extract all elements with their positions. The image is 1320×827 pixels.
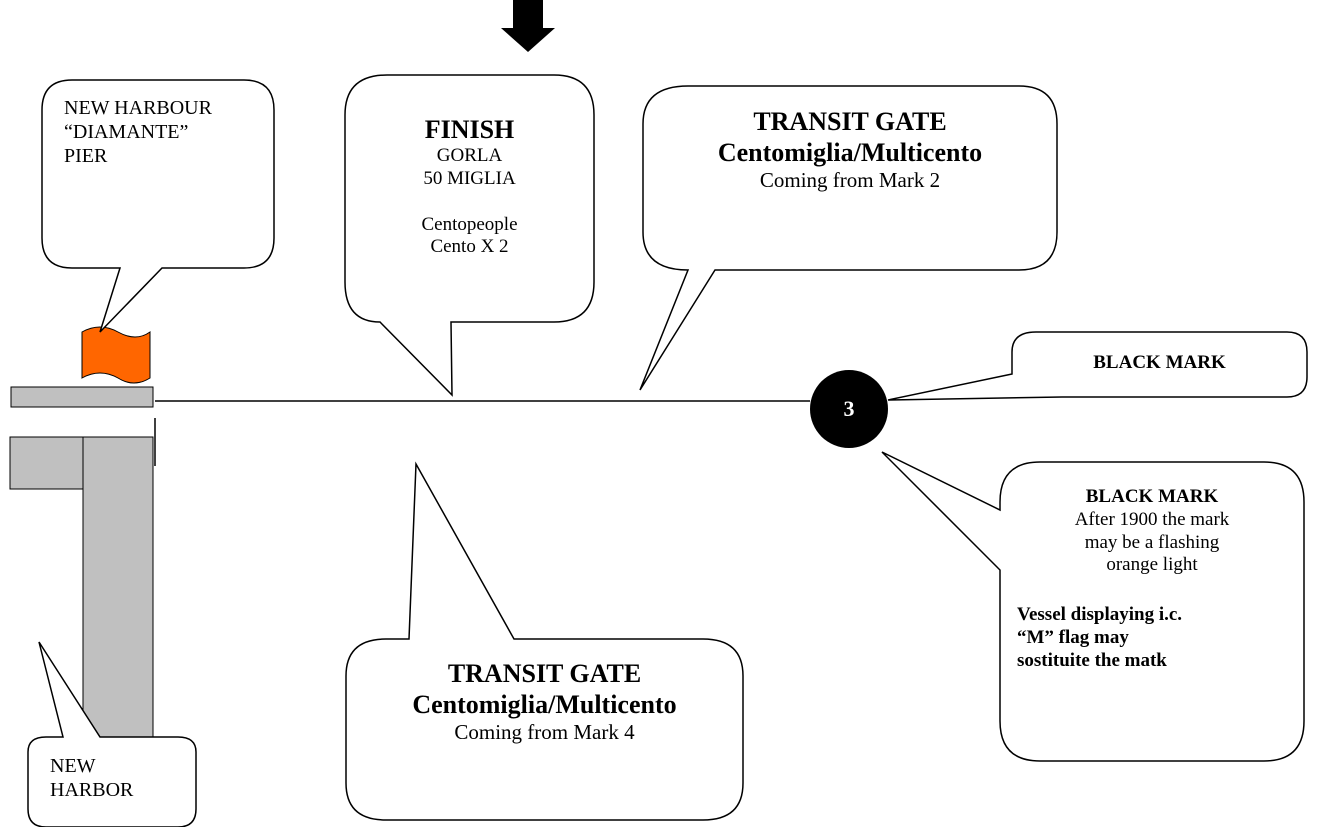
new-harbor-line1: NEW [50, 755, 96, 777]
callout-black-mark-detail-shape [881, 451, 1305, 762]
finish-line2: 50 MIGLIA [423, 167, 516, 189]
callout-black-mark-detail-bold-text: Vessel displaying i.c. “M” flag may sost… [1017, 604, 1182, 672]
transit-gate-bottom-note: Coming from Mark 4 [454, 720, 635, 745]
new-harbour-line2: “DIAMANTE” [64, 121, 189, 143]
new-harbour-line3: PIER [64, 145, 108, 167]
pier-column [82, 436, 154, 738]
transit-gate-bottom-subtitle: Centomiglia/Multicento [412, 690, 677, 720]
black-mark-detail-bold2: “M” flag may [1017, 626, 1129, 648]
callout-transit-gate-bottom-shape [345, 461, 744, 821]
transit-gate-top-note: Coming from Mark 2 [759, 168, 941, 193]
transit-gate-top-title: TRANSIT GATE [753, 107, 947, 136]
black-mark-detail-title: BLACK MARK [1085, 486, 1219, 507]
finish-line1: GORLA [436, 145, 503, 167]
callout-transit-gate-top-shape [639, 85, 1058, 391]
callout-finish-shape [344, 74, 595, 397]
black-mark-detail-line2: may be a flashing [1084, 531, 1220, 553]
callout-transit-gate-top-text: TRANSIT GATE Centomiglia/Multicento Comi… [643, 106, 1057, 194]
callout-transit-gate-bottom-text: TRANSIT GATE Centomiglia/Multicento Comi… [346, 658, 743, 746]
callout-black-mark-top-text: BLACK MARK [1012, 352, 1307, 375]
new-harbour-line1: NEW HARBOUR [64, 97, 212, 119]
pier-arm [9, 436, 84, 490]
callout-new-harbor-text: NEW HARBOR [50, 754, 133, 802]
mark-number-label: 3 [843, 396, 855, 421]
transit-gate-top-subtitle: Centomiglia/Multicento [717, 138, 983, 168]
callout-black-mark-top-shape [887, 331, 1308, 401]
callout-new-harbour-pier-shape [41, 79, 275, 333]
black-mark-detail-line1: After 1900 the mark [1074, 508, 1230, 530]
callout-new-harbor-shape [27, 641, 197, 827]
new-harbor-line2: HARBOR [50, 779, 134, 801]
arrow-down-icon [501, 0, 555, 52]
flag-icon [81, 326, 151, 384]
finish-line3: Centopeople [421, 213, 518, 235]
transit-gate-bottom-title: TRANSIT GATE [447, 659, 642, 688]
finish-line4: Cento X 2 [430, 236, 509, 258]
finish-title: FINISH [424, 115, 515, 144]
black-mark-detail-bold1: Vessel displaying i.c. [1017, 604, 1183, 625]
black-mark-detail-line3: orange light [1106, 554, 1198, 576]
callout-finish-text: FINISH GORLA 50 MIGLIA Centopeople Cento… [345, 114, 594, 259]
callout-black-mark-detail-text: BLACK MARK After 1900 the mark may be a … [1000, 486, 1304, 577]
black-mark-circle [810, 370, 888, 448]
black-mark-top-label: BLACK MARK [1093, 352, 1226, 373]
pier-top-bar [10, 386, 154, 408]
callout-new-harbour-pier-text: NEW HARBOUR “DIAMANTE” PIER [64, 96, 212, 168]
finish-spacer [345, 191, 594, 214]
pier [9, 386, 156, 738]
black-mark-detail-bold3: sostituite the matk [1017, 649, 1167, 671]
